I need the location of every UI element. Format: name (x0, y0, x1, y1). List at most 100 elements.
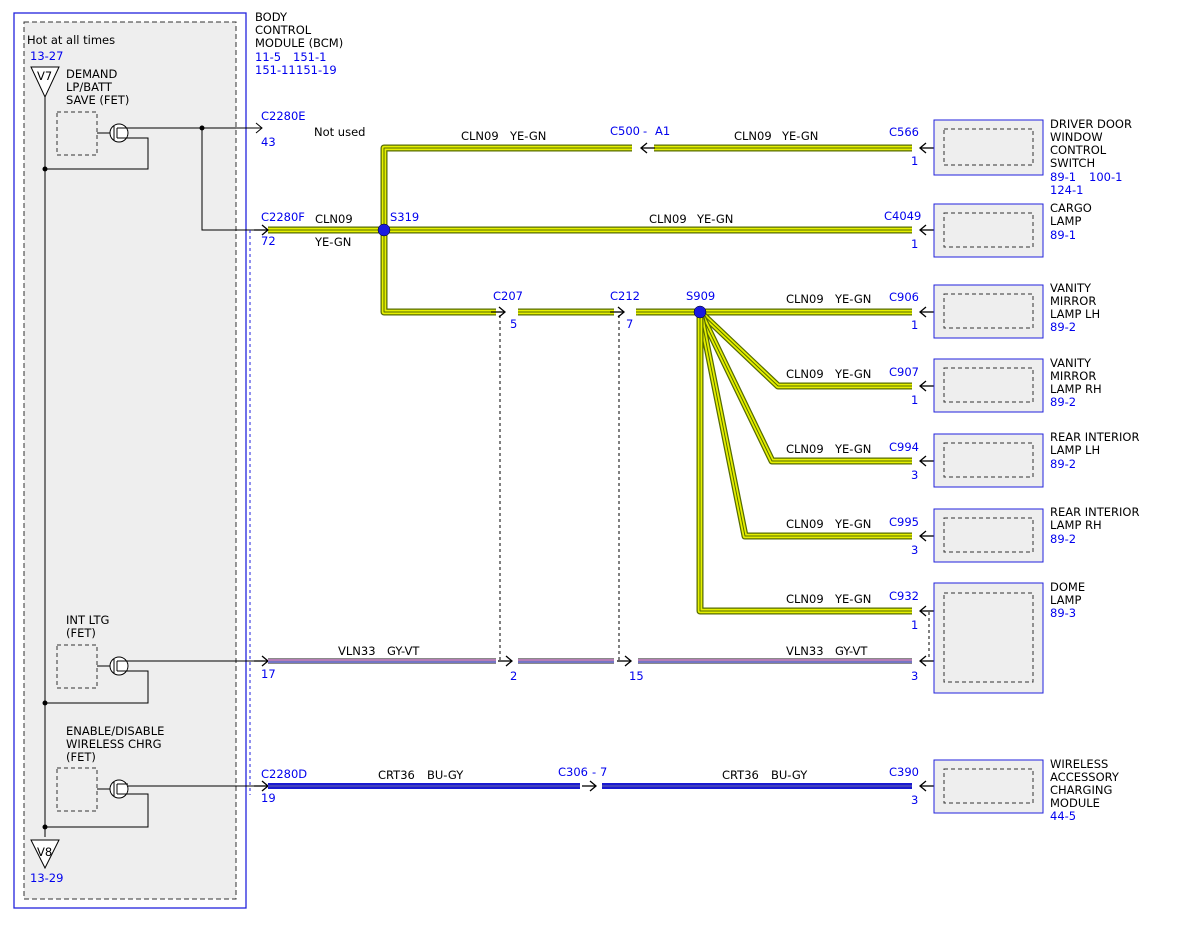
vanity-rh-label-1: VANITY (1050, 356, 1092, 370)
driver-door-switch-inner (943, 128, 1034, 166)
connector-c390-pin: 3 (911, 793, 918, 807)
wire-crt36-right-color: BU-GY (771, 768, 808, 782)
v8-label: V8 (37, 845, 52, 859)
wire-s319-down-to-c207 (380, 230, 496, 316)
fet2-transistor-icon (97, 656, 129, 676)
c2280d-arrow-icon (254, 780, 270, 792)
v7-label: V7 (37, 69, 52, 83)
dome-label-2: LAMP (1050, 593, 1081, 607)
fet3-label-1: ENABLE/DISABLE (66, 724, 164, 738)
wire-s909-to-c907-layer2 (699, 311, 912, 387)
c306-arrow-icon (582, 780, 598, 792)
hot-at-all-times-label: Hot at all times (27, 33, 115, 47)
dome-label-1: DOME (1050, 580, 1085, 594)
wireless-label-3: CHARGING (1050, 783, 1112, 797)
vanity-lh-inner (943, 293, 1034, 329)
connector-c906-pin: 1 (911, 318, 918, 332)
wire-c566-color: YE-GN (781, 129, 818, 143)
connector-c207: C207 (493, 289, 523, 303)
wire-s319-up-to-c500-layer2 (383, 147, 632, 230)
in-c4049-arrow-icon (918, 224, 934, 236)
bcm-ref-3: 151-11 (255, 63, 296, 77)
c2280f-arrow-icon (254, 224, 270, 236)
bu-gy-wire (268, 783, 912, 789)
c207-arrow-icon (491, 306, 507, 318)
vanity-rh-label-2: MIRROR (1050, 369, 1096, 383)
cargo-lamp-inner (943, 212, 1034, 248)
connector-c4049-pin: 1 (911, 237, 918, 251)
v8-ref: 13-29 (30, 871, 63, 885)
connector-c500-sep: - (643, 124, 647, 138)
connector-c212-pin-a: 7 (626, 317, 633, 331)
vanity-lh-box (933, 284, 1044, 339)
wireless-module-box (933, 759, 1044, 814)
connector-c2280e: C2280E (261, 109, 306, 123)
rear-interior-rh-inner (943, 517, 1034, 553)
pin-arrow-c2280e-icon (252, 122, 263, 134)
wire-bcm-s319-color: YE-GN (314, 235, 351, 249)
connector-c907-pin: 1 (911, 393, 918, 407)
ye-gn-wire-group (268, 144, 912, 615)
in-c995-arrow-icon (918, 530, 934, 542)
wire-c932-circuit: CLN09 (786, 592, 824, 606)
in-c932-arrow-icon (918, 605, 934, 617)
cargo-ref: 89-1 (1050, 228, 1076, 242)
bcm-title-1: BODY (255, 10, 288, 24)
driver-door-label-1: DRIVER DOOR (1050, 117, 1132, 131)
bcm-internal-box (23, 21, 237, 900)
connector-c306: C306 (558, 765, 588, 779)
rear-rh-ref: 89-2 (1050, 532, 1076, 546)
wire-c4049-color: YE-GN (696, 212, 733, 226)
fet1-branch-wire (201, 128, 255, 231)
splice-s319 (377, 223, 391, 237)
connector-c2280f: C2280F (261, 210, 305, 224)
connector-c994-pin: 3 (911, 468, 918, 482)
fet2-label-1: INT LTG (66, 613, 109, 627)
rear-rh-label-1: REAR INTERIOR (1050, 505, 1139, 519)
vanity-rh-label-3: LAMP RH (1050, 382, 1102, 396)
vanity-lh-label-1: VANITY (1050, 281, 1092, 295)
fet3-ground-wire (45, 793, 149, 828)
wireless-label-4: MODULE (1050, 796, 1100, 810)
in-c994-arrow-icon (918, 455, 934, 467)
wire-c566-circuit: CLN09 (734, 129, 772, 143)
connector-c207-pin-a: 5 (510, 317, 517, 331)
connector-c932-pin-a: 1 (911, 618, 918, 632)
fet2-ground-wire (45, 670, 149, 704)
connector-c995: C995 (889, 515, 919, 529)
fet2-label-2: (FET) (66, 626, 96, 640)
fet1-label-1: DEMAND (66, 67, 118, 81)
wire-s909-to-c994-layer2 (699, 311, 912, 462)
splice-s909-label: S909 (686, 289, 715, 303)
wire-c4049-circuit: CLN09 (649, 212, 687, 226)
fet1-ground-wire (45, 137, 149, 170)
splice-s909 (693, 305, 707, 319)
gy-vt-wire (268, 658, 912, 664)
connector-c2280e-pin: 43 (261, 135, 276, 149)
connector-c4049: C4049 (884, 209, 921, 223)
rear-lh-ref: 89-2 (1050, 457, 1076, 471)
connector-c500-pin: A1 (655, 124, 670, 138)
connector-c2280d-pin: 19 (261, 791, 276, 805)
wire-c906-color: YE-GN (834, 292, 871, 306)
wire-s909-to-c932-layer2 (699, 312, 912, 612)
wire-c907-color: YE-GN (834, 367, 871, 381)
wireless-label-1: WIRELESS (1050, 757, 1108, 771)
c212-arrow-icon (610, 306, 626, 318)
wire-c500-left-circuit: CLN09 (461, 129, 499, 143)
cargo-lamp-box (933, 203, 1044, 258)
wire-crt36-left-color: BU-GY (427, 768, 464, 782)
driver-door-label-3: CONTROL (1050, 143, 1107, 157)
wireless-ref: 44-5 (1050, 809, 1076, 823)
fet3-transistor-icon (97, 779, 129, 799)
rear-interior-lh-box (933, 433, 1044, 488)
connector-c995-pin: 3 (911, 543, 918, 557)
fet3-label-2: WIRELESS CHRG (66, 737, 162, 751)
bcm17-arrow-icon (254, 655, 270, 667)
in-c390-arrow-icon (918, 780, 934, 792)
wire-c995-circuit: CLN09 (786, 517, 824, 531)
fet1-label-2: LP/BATT (66, 80, 113, 94)
wire-s909-to-c995-layer2 (699, 311, 912, 537)
connector-c306-sep: - (592, 765, 596, 779)
